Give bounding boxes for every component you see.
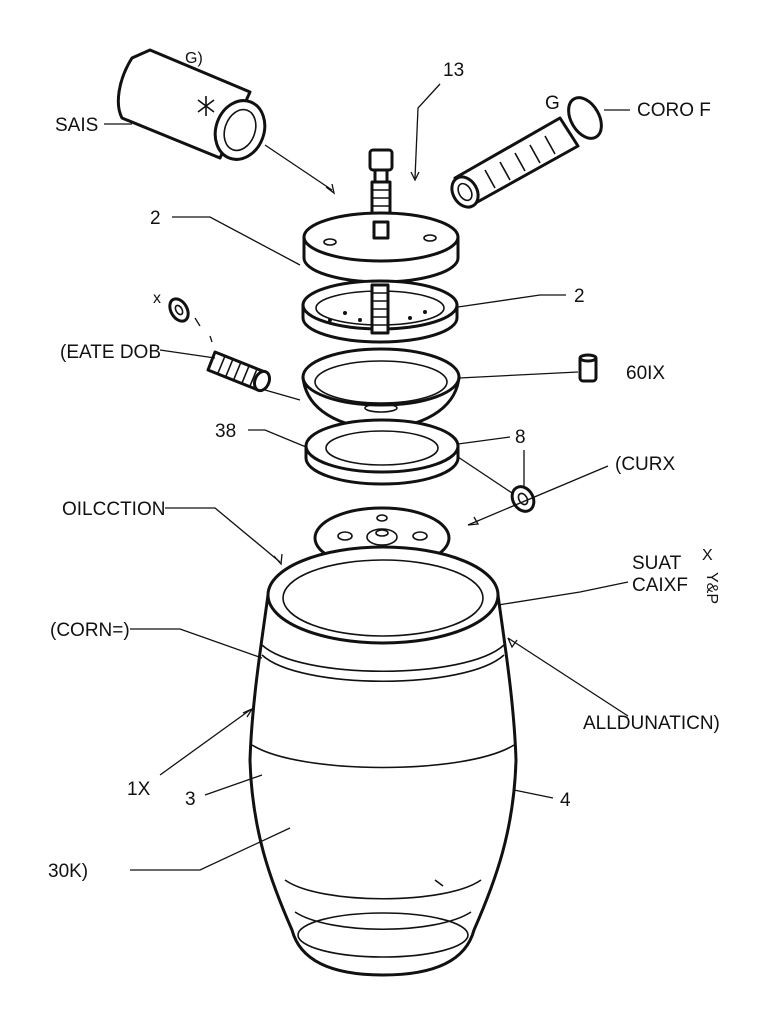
label-ysp-vertical: Y&P: [703, 572, 720, 604]
perforated-disc-part: [301, 279, 459, 344]
label-1x: 1X: [127, 779, 151, 800]
label-2-right: 2: [574, 286, 585, 307]
label-sais: SAIS: [55, 115, 98, 136]
label-suat: SUAT: [632, 553, 682, 574]
label-oilcction: OILCCTION: [62, 499, 165, 520]
top-disc-part: [302, 211, 460, 284]
label-60ix: 60IX: [626, 363, 665, 384]
label-caixf: CAIXF: [632, 575, 688, 596]
label-38: 38: [215, 421, 236, 442]
grip-handle-part: [450, 96, 603, 209]
label-30k: 30K): [48, 861, 88, 882]
label-2-left: 2: [150, 208, 161, 229]
label-eate-dob: (EATE DOB: [60, 342, 161, 363]
tube-part: [116, 48, 267, 161]
barrel-body-part: [248, 545, 518, 977]
bowl-part: [301, 347, 461, 430]
small-nut-part: [510, 485, 536, 513]
small-washer-part: [168, 297, 190, 323]
label-coro-f: CORO F: [637, 100, 711, 121]
label-x-vertical: X: [702, 547, 713, 564]
leader-lines: [104, 83, 630, 871]
small-cap-part: [578, 353, 598, 383]
label-g-top: G): [185, 50, 203, 67]
label-3: 3: [185, 789, 196, 810]
spindle-screw-part: [368, 148, 394, 234]
label-4: 4: [560, 790, 571, 811]
spring-coil-part: [206, 350, 271, 393]
seal-ring-part: [304, 418, 460, 486]
label-g-right: G: [545, 93, 560, 114]
label-corne: (CORN=): [50, 620, 130, 641]
label-13: 13: [443, 60, 464, 81]
label-curx: (CURX: [615, 454, 675, 475]
label-alldunaticn: ALLDUNATICN): [583, 713, 720, 734]
label-8: 8: [515, 427, 526, 448]
label-x-small: x: [153, 290, 161, 307]
